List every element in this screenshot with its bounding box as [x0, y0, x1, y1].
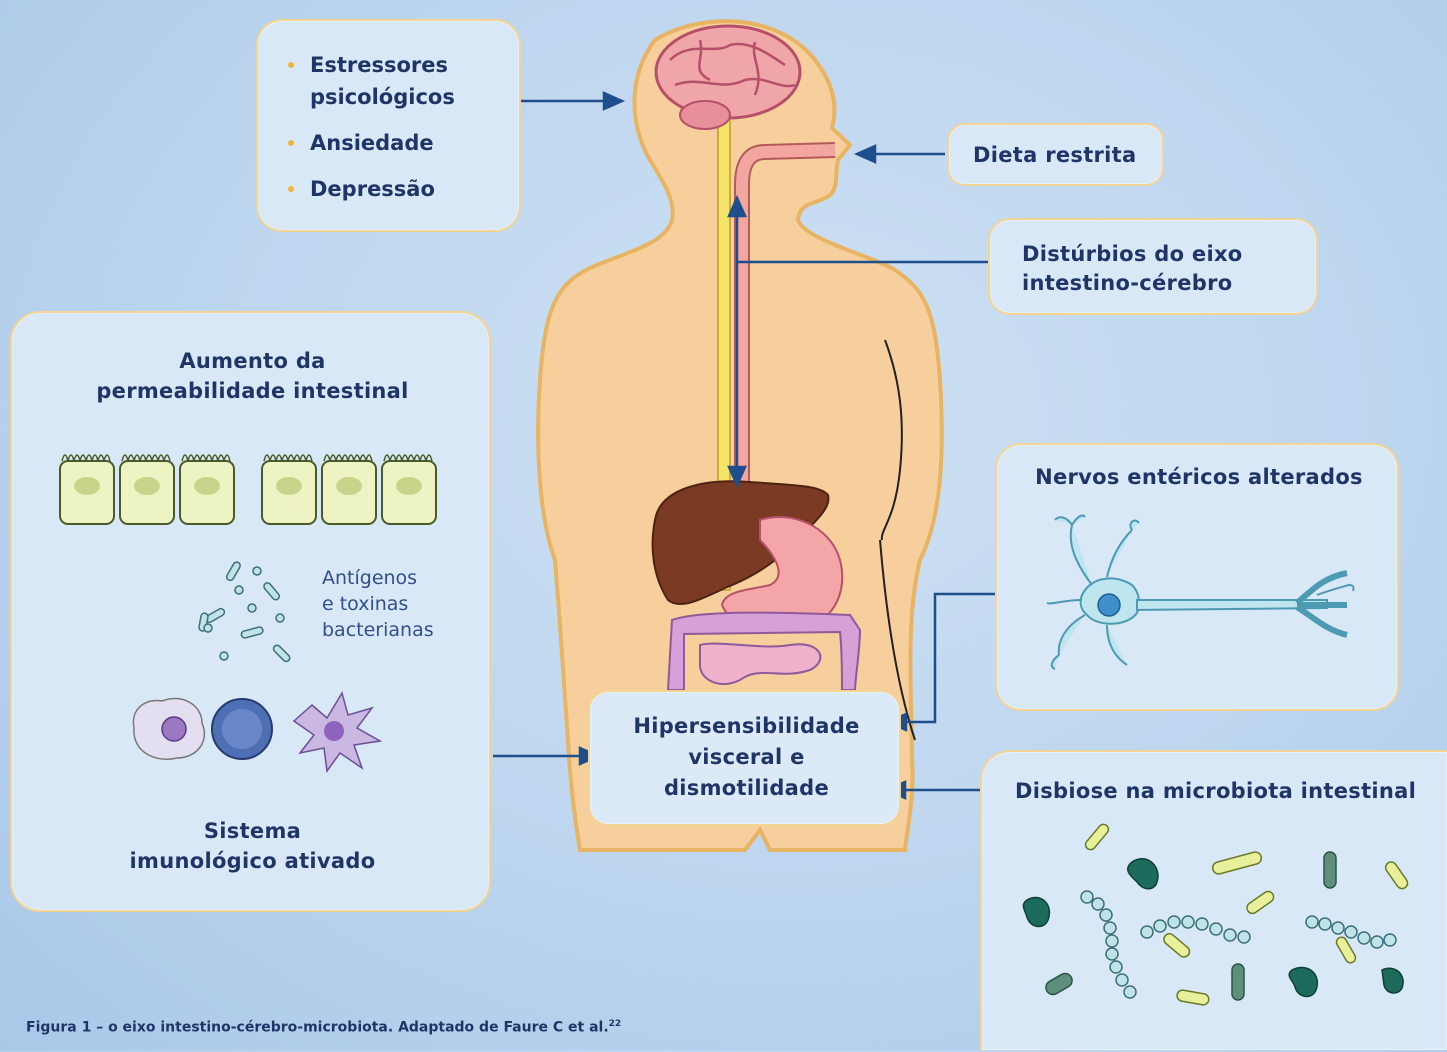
stressors-box: Estressores psicológicos Ansiedade Depre…: [256, 19, 521, 232]
bacteria-icon: [982, 752, 1447, 1052]
axis-box: Distúrbios do eixo intestino-cérebro: [988, 218, 1318, 315]
hyper-line3: dismotilidade: [590, 776, 903, 800]
axis-line2: intestino-cérebro: [1022, 271, 1232, 295]
hypersensitivity-box: Hipersensibilidade visceral e dismotilid…: [588, 690, 901, 826]
bullet-icon: [288, 62, 294, 68]
list-item: Ansiedade: [288, 127, 519, 159]
hyper-line1: Hipersensibilidade: [590, 714, 903, 738]
diet-box: Dieta restrita: [947, 123, 1164, 186]
dysbiosis-box: Disbiose na microbiota intestinal: [980, 750, 1447, 1050]
neuron-icon: [997, 445, 1401, 713]
immune-cells-icon: [133, 693, 380, 771]
antigens-line1: Antígenos: [322, 567, 417, 589]
hyper-line2: visceral e: [590, 745, 903, 769]
list-item: Depressão: [288, 173, 519, 205]
axis-line1: Distúrbios do eixo: [1022, 242, 1243, 266]
bullet-icon: [288, 140, 294, 146]
diet-label: Dieta restrita: [973, 143, 1137, 167]
toxins-icon: [198, 561, 291, 663]
caption-reference: 22: [609, 1019, 622, 1029]
permeability-box: Aumento da permeabilidade intestinal: [10, 311, 491, 912]
immune-title-1: Sistema: [12, 819, 493, 843]
bullet-icon: [288, 186, 294, 192]
enteric-nerves-box: Nervos entéricos alterados: [995, 443, 1399, 711]
antigens-line3: bacterianas: [322, 619, 434, 641]
list-item: Estressores psicológicos: [288, 49, 519, 113]
immune-title-2: imunológico ativado: [12, 849, 493, 873]
antigens-line2: e toxinas: [322, 593, 408, 615]
stressors-list: Estressores psicológicos Ansiedade Depre…: [288, 49, 519, 219]
figure-caption: Figura 1 – o eixo intestino-cérebro-micr…: [26, 1019, 621, 1036]
